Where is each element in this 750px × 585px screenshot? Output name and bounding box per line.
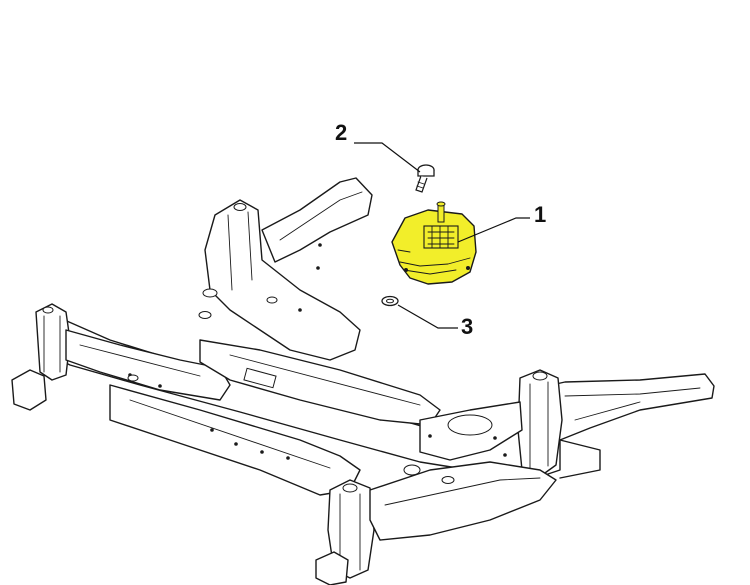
subframe-crossmember — [11, 177, 715, 585]
leader-line-3 — [397, 304, 458, 329]
engine-mount-icon — [391, 201, 477, 285]
leader-line-2 — [354, 142, 421, 173]
callout-2: 2 — [335, 120, 347, 145]
callout-1: 1 — [534, 202, 546, 227]
callout-3: 3 — [461, 314, 473, 339]
washer-icon — [381, 295, 399, 307]
bolt-icon — [415, 164, 435, 193]
leader-line-1 — [457, 217, 530, 243]
